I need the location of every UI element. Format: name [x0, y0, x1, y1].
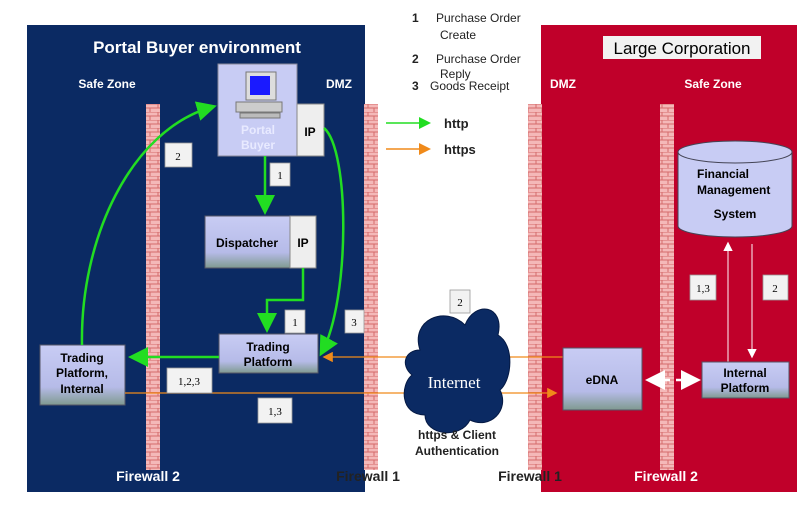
node-label: Portal: [241, 123, 275, 137]
legend-text: Goods Receipt: [430, 79, 510, 93]
financial-management-system-node: Financial Management System: [677, 140, 793, 238]
legend: 1 Purchase Order Create 2 Purchase Order…: [386, 11, 521, 157]
corp-dmz-label: DMZ: [550, 77, 576, 91]
internet-caption: Authentication: [415, 444, 499, 458]
portal-buyer-node: Portal Buyer IP: [217, 63, 325, 157]
flow-label: 2: [457, 297, 463, 309]
flow-label: 1,2,3: [178, 376, 201, 388]
node-label: Dispatcher: [216, 236, 278, 250]
flow-label: 3: [351, 317, 357, 329]
legend-text: Purchase Order: [436, 11, 521, 25]
node-label: Internal: [723, 366, 766, 380]
buyer-firewall-2: [146, 104, 160, 470]
flow-labels: 1 2 1 3 1,2,3 1,3 2 1,3 2: [164, 142, 789, 424]
legend-num: 1: [412, 11, 419, 25]
corp-firewall-1: [528, 104, 542, 470]
flow-label: 2: [772, 283, 778, 295]
flow-label: 2: [175, 151, 181, 163]
flow-label: 1,3: [696, 283, 710, 295]
node-label: Management: [697, 183, 770, 197]
dispatcher-node: Dispatcher IP: [204, 215, 317, 269]
buyer-firewall-1: [364, 104, 378, 470]
http-flows: [80, 101, 345, 367]
edna-node: eDNA: [562, 347, 643, 411]
node-label: Internal: [60, 382, 103, 396]
legend-num: 3: [412, 79, 419, 93]
flow-label: 1,3: [268, 406, 282, 418]
node-label: Platform: [721, 381, 770, 395]
firewall-label: Firewall 2: [634, 468, 698, 484]
ip-label: IP: [297, 236, 308, 250]
firewall-labels: Firewall 2 Firewall 1 Firewall 1 Firewal…: [116, 468, 698, 484]
node-label: Trading: [60, 351, 103, 365]
node-label: Platform: [244, 355, 293, 369]
internal-flows: [645, 241, 757, 390]
computer-icon: [235, 71, 283, 119]
firewall-label: Firewall 2: [116, 468, 180, 484]
buyer-safe-zone-label: Safe Zone: [78, 77, 136, 91]
flow-label: 1: [277, 170, 283, 182]
corp-title: Large Corporation: [613, 39, 750, 58]
buyer-title: Portal Buyer environment: [93, 38, 301, 57]
internet-label: Internet: [428, 373, 481, 392]
trading-platform-node: Trading Platform: [218, 333, 319, 374]
ip-label: IP: [304, 125, 315, 139]
internet-cloud: Internet: [403, 308, 511, 434]
node-label: Buyer: [241, 138, 275, 152]
legend-text: Create: [440, 28, 476, 42]
buyer-dmz-label: DMZ: [326, 77, 352, 91]
node-label: Trading: [246, 340, 289, 354]
legend-num: 2: [412, 52, 419, 66]
node-label: Platform,: [56, 366, 108, 380]
node-label: eDNA: [586, 373, 619, 387]
legend-https: https: [444, 142, 476, 157]
firewall-label: Firewall 1: [336, 468, 400, 484]
node-label: System: [714, 207, 757, 221]
legend-http: http: [444, 116, 469, 131]
legend-text: Purchase Order: [436, 52, 521, 66]
corp-safe-zone-label: Safe Zone: [684, 77, 742, 91]
corp-firewall-2: [660, 104, 674, 470]
firewall-label: Firewall 1: [498, 468, 562, 484]
node-label: Financial: [697, 167, 749, 181]
internet-caption: https & Client: [418, 428, 496, 442]
trading-platform-internal-node: Trading Platform, Internal: [39, 344, 126, 406]
internal-platform-node: Internal Platform: [701, 361, 790, 399]
flow-label: 1: [292, 317, 298, 329]
legend-text: Reply: [440, 67, 471, 81]
corp-title-background: [603, 36, 761, 59]
